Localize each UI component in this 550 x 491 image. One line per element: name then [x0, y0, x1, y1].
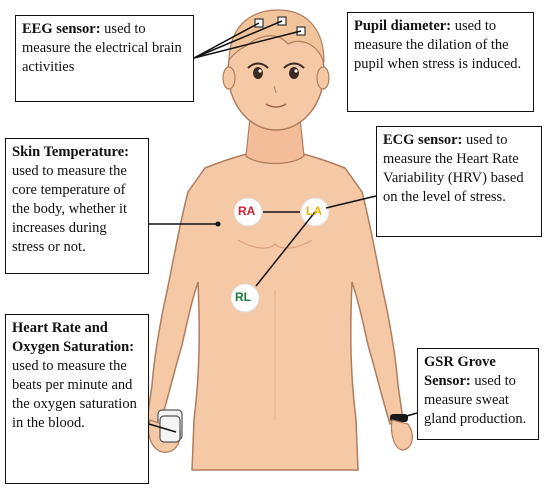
- ecg-callout-text: used to measure the Heart Rate Variabili…: [383, 132, 524, 205]
- left-hand: [390, 419, 413, 451]
- mouth: [265, 103, 287, 108]
- eeg-callout: EEG sensor: used to measure the electric…: [15, 15, 194, 102]
- ecg-electrode-rl: [230, 283, 260, 313]
- heart-rate-callout-title: Heart Rate and Oxygen Saturation:: [12, 320, 135, 355]
- ecg-rl-connector: [255, 211, 316, 287]
- left-ear: [222, 66, 236, 90]
- skin-temp-probe: [215, 221, 221, 227]
- gsr-connector: [399, 412, 418, 419]
- ecg-electrode-ra: [233, 197, 263, 227]
- gsr-sensor-device: [390, 414, 408, 422]
- pupil-callout: Pupil diameter: used to measure the dila…: [347, 12, 534, 112]
- pupil-callout-text: used to measure the dilation of the pupi…: [354, 18, 522, 72]
- eeg-callout-title: EEG sensor:: [22, 21, 101, 37]
- ecg-callout: ECG sensor: used to measure the Heart Ra…: [376, 126, 542, 237]
- heart-rate-callout-text: used to measure the beats per minute and…: [12, 358, 137, 431]
- chest-contour: [237, 239, 313, 249]
- pupil-callout-title: Pupil diameter:: [354, 18, 452, 34]
- right-ear: [316, 66, 330, 90]
- neck: [245, 117, 305, 165]
- pulse-oximeter-clip: [159, 415, 181, 443]
- eeg-connector-3: [193, 30, 302, 59]
- heart-rate-callout: Heart Rate and Oxygen Saturation: used t…: [5, 314, 149, 484]
- ecg-label-la: LA: [306, 204, 322, 218]
- gsr-callout: GSR Grove Sensor: used to measure sweat …: [417, 348, 539, 440]
- ecg-callout-title: ECG sensor:: [383, 132, 463, 148]
- oximeter-connector: [148, 423, 177, 433]
- ecg-callout-connector: [325, 195, 377, 209]
- ecg-label-ra: RA: [238, 204, 256, 218]
- eeg-connector-1: [193, 22, 260, 59]
- ecg-label-rl: RL: [235, 290, 251, 304]
- eyes: [247, 62, 305, 79]
- gsr-callout-text: used to measure sweat gland production.: [424, 373, 527, 427]
- gsr-callout-title: GSR Grove Sensor:: [424, 354, 496, 389]
- skin-temperature-callout-title: Skin Temperature:: [12, 144, 129, 160]
- skin-temperature-callout-text: used to measure the core temperature of …: [12, 163, 128, 255]
- hair: [228, 9, 325, 63]
- eeg-callout-text: used to measure the electrical brain act…: [22, 21, 182, 75]
- skin-temperature-callout: Skin Temperature: used to measure the co…: [5, 138, 149, 274]
- connector-lines: [148, 20, 418, 433]
- eeg-connector-2: [193, 20, 283, 59]
- nose: [273, 85, 277, 94]
